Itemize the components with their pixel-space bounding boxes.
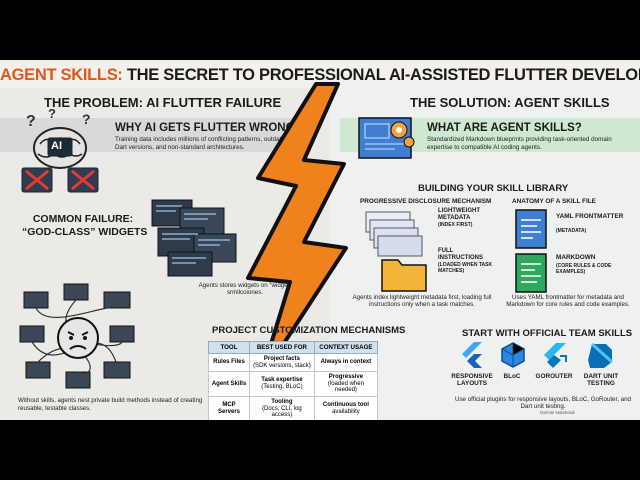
bottom-caption: Without skills, agents nest private buil… bbox=[18, 397, 203, 412]
failure-title-1: COMMON FAILURE: bbox=[32, 213, 134, 225]
skill-file-icon bbox=[515, 209, 547, 293]
customization-title: PROJECT CUSTOMIZATION MECHANISMS bbox=[212, 325, 406, 336]
row-tool: Agent Skills bbox=[208, 371, 250, 397]
ai-badge: AI bbox=[51, 140, 62, 152]
logo-label-gorouter: GOROUTER bbox=[535, 373, 573, 380]
anatomy-title: ANATOMY OF A SKILL FILE bbox=[512, 198, 596, 205]
page-title: AGENT SKILLS: THE SECRET TO PROFESSIONAL… bbox=[0, 66, 640, 85]
official-title: START WITH OFFICIAL TEAM SKILLS bbox=[462, 328, 633, 339]
infographic: AGENT SKILLS: THE SECRET TO PROFESSIONAL… bbox=[0, 60, 640, 420]
meta-sub: (INDEX FIRST) bbox=[438, 222, 473, 228]
progressive-caption: Agents index lightweight metadata first,… bbox=[352, 294, 492, 309]
yaml-sub: (METADATA) bbox=[556, 228, 587, 234]
solution-heading: THE SOLUTION: AGENT SKILLS bbox=[410, 95, 610, 110]
logo-label-dart: DART UNIT TESTING bbox=[583, 373, 619, 387]
official-caption: Use official plugins for responsive layo… bbox=[455, 396, 631, 411]
row-best-sub: (SDK versions, stack) bbox=[253, 362, 311, 369]
anatomy-caption: Uses YAML frontmatter for metadata and M… bbox=[506, 294, 630, 309]
row-context-main: Progressive bbox=[328, 374, 364, 381]
failure-title-2: “GOD-CLASS” WIDGETS bbox=[22, 226, 148, 238]
row-best: Tooling(Docs, CLI, log access) bbox=[249, 395, 315, 420]
row-best-main: Task expertise bbox=[261, 377, 303, 384]
what-title: WHAT ARE AGENT SKILLS? bbox=[427, 122, 582, 134]
table-row: Rules Files Project facts(SDK versions, … bbox=[208, 352, 379, 373]
row-tool: MCP Servers bbox=[208, 395, 250, 420]
svg-text:?: ? bbox=[26, 113, 36, 130]
document-stack-icon bbox=[365, 211, 427, 292]
problem-heading: THE PROBLEM: AI FLUTTER FAILURE bbox=[44, 95, 282, 110]
row-context: Progressive(loaded when needed) bbox=[313, 371, 379, 397]
lightning-bolt-icon bbox=[246, 82, 348, 382]
row-context: Always in context bbox=[313, 352, 379, 373]
widgets-caption: Agents stores widgets on “widget” srmilc… bbox=[198, 282, 292, 297]
full-sub: (LOADED WHEN TASK MATCHES) bbox=[438, 262, 493, 274]
gorouter-logo-icon bbox=[544, 343, 567, 368]
row-best-main: Tooling bbox=[271, 398, 293, 405]
row-best-main: Project facts bbox=[263, 356, 300, 362]
header-context: CONTEXT USAGE bbox=[313, 341, 379, 354]
logo-label-bloc: BLoC bbox=[503, 373, 521, 380]
row-context-main: Continuous tool bbox=[322, 402, 369, 409]
row-best: Task expertise(Testing, BLoC) bbox=[249, 371, 315, 397]
meta-label: LIGHTWEIGHT METADATA bbox=[438, 208, 480, 221]
why-title: WHY AI GETS FLUTTER WRONG bbox=[115, 122, 295, 134]
logo-label-responsive: RESPONSIVE LAYOUTS bbox=[451, 373, 493, 387]
row-tool: Rules Files bbox=[208, 352, 250, 373]
dart-logo-icon bbox=[588, 342, 614, 368]
nested-widgets-icon bbox=[151, 199, 237, 277]
row-best: Project facts(SDK versions, stack) bbox=[249, 352, 315, 373]
row-best-sub: (Testing, BLoC) bbox=[261, 384, 303, 391]
row-context-sub: (loaded when needed) bbox=[327, 380, 364, 394]
yaml-label: YAML FRONTMATTER bbox=[556, 213, 624, 220]
row-context-main: Always in context bbox=[320, 359, 372, 366]
tangled-agent-icon bbox=[19, 283, 135, 389]
header-best: BEST USED FOR bbox=[249, 341, 315, 354]
title-rest: THE SECRET TO PROFESSIONAL AI-ASSISTED F… bbox=[122, 66, 640, 84]
row-context-sub: availability bbox=[332, 408, 360, 415]
md-label: MARKDOWN bbox=[556, 254, 596, 261]
bloc-logo-icon bbox=[501, 342, 525, 368]
why-body: Training data includes millions of confl… bbox=[115, 136, 289, 151]
table-header-row: TOOL BEST USED FOR CONTEXT USAGE bbox=[208, 341, 379, 354]
what-body: Standardized Markdown blueprints providi… bbox=[427, 136, 612, 151]
flutter-logo-icon bbox=[462, 342, 482, 368]
title-accent: AGENT SKILLS: bbox=[0, 66, 123, 84]
svg-text:?: ? bbox=[82, 111, 91, 127]
blueprint-gears-icon bbox=[358, 117, 415, 159]
customization-table: TOOL BEST USED FOR CONTEXT USAGE Rules F… bbox=[208, 341, 379, 420]
progressive-title: PROGRESSIVE DISCLOSURE MECHANISM bbox=[360, 198, 492, 205]
header-tool: TOOL bbox=[208, 341, 250, 354]
watermark: Gemini Notebook bbox=[540, 410, 575, 415]
confused-brain-icon: ? ? ? bbox=[21, 108, 99, 193]
svg-text:?: ? bbox=[48, 108, 56, 121]
md-sub: (CORE RULES & CODE EXAMPLES) bbox=[556, 263, 612, 275]
table-row: Agent Skills Task expertise(Testing, BLo… bbox=[208, 371, 379, 397]
library-title: BUILDING YOUR SKILL LIBRARY bbox=[418, 183, 569, 194]
row-best-sub: (Docs, CLI, log access) bbox=[262, 405, 302, 419]
table-row: MCP Servers Tooling(Docs, CLI, log acces… bbox=[208, 395, 379, 420]
full-label: FULL INSTRUCTIONS bbox=[438, 248, 483, 261]
